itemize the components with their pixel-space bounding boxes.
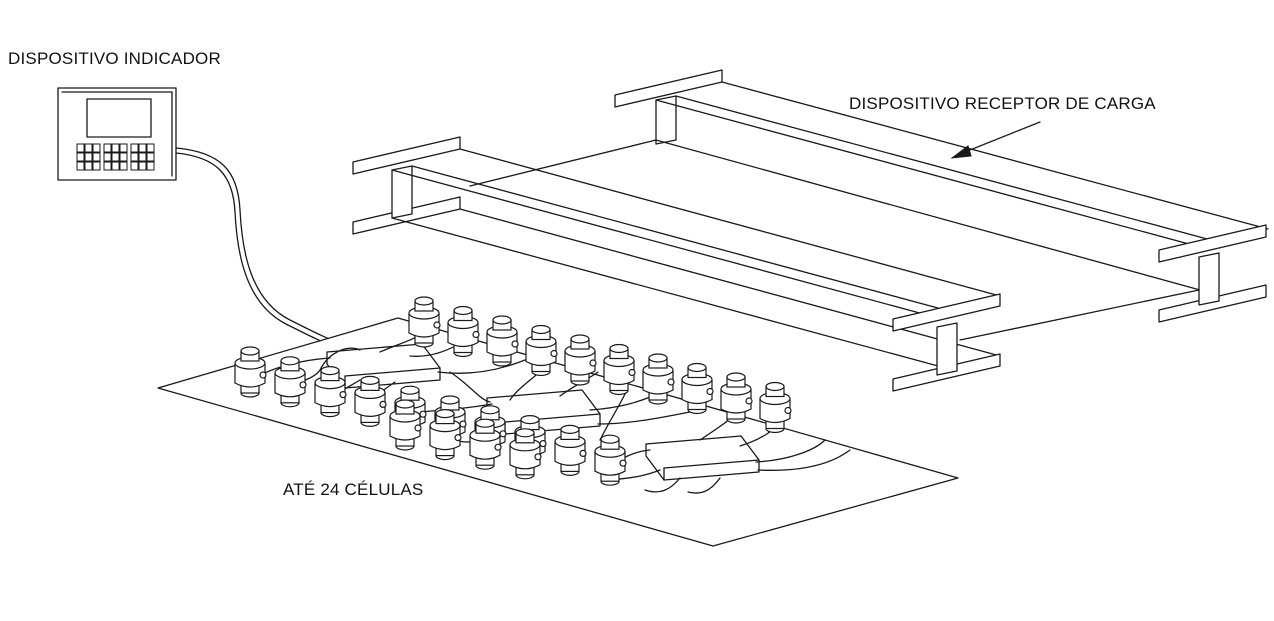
load-cell: [509, 428, 542, 480]
load-cell: [274, 356, 307, 408]
signal-cable: [175, 147, 346, 346]
keypad-key: [138, 161, 147, 171]
keypad-key: [76, 143, 85, 153]
keypad-key: [138, 143, 147, 153]
load-cell: [554, 424, 587, 476]
load-receiver-label: DISPOSITIVO RECEPTOR DE CARGA: [849, 94, 1156, 113]
indicator-display: [86, 98, 152, 138]
load-cell: [469, 418, 502, 470]
keypad-key: [76, 152, 85, 162]
load-cells-label: ATÉ 24 CÉLULAS: [283, 480, 424, 499]
indicator-label: DISPOSITIVO INDICADOR: [8, 49, 221, 68]
left-beam-front-top: [892, 293, 1001, 332]
load-cell: [354, 375, 387, 427]
load-cell: [525, 324, 558, 377]
right-beam-web-back: [655, 95, 677, 145]
junction-boxes: [326, 343, 760, 481]
keypad-key: [111, 161, 120, 171]
keypad-key: [84, 143, 93, 153]
left-beam-web: [391, 165, 413, 219]
load-cell: [720, 372, 753, 424]
load-cells: [234, 296, 792, 486]
load-cell: [486, 315, 519, 367]
right-beam-front-top: [1158, 224, 1267, 263]
keypad-key: [76, 161, 85, 171]
load-cell: [447, 305, 480, 358]
keypad-key: [111, 143, 120, 153]
load-cell: [408, 296, 441, 348]
keypad-key: [119, 143, 128, 153]
keypad-key: [103, 161, 112, 171]
keypad-key: [138, 152, 147, 162]
keypad-key: [130, 161, 139, 171]
keypad-key: [92, 152, 101, 162]
keypad-key: [146, 152, 155, 162]
right-beam-front-web: [1198, 252, 1220, 306]
keypad-key: [130, 152, 139, 162]
load-cell: [594, 434, 627, 486]
keypad-key: [84, 161, 93, 171]
junction-box: [645, 435, 760, 481]
keypad-key: [92, 161, 101, 171]
load-cell: [759, 381, 792, 434]
keypad-key: [103, 152, 112, 162]
load-cell: [681, 362, 714, 415]
keypad-key: [119, 152, 128, 162]
load-cell: [314, 366, 347, 418]
keypad-key: [146, 143, 155, 153]
load-cell: [642, 353, 675, 405]
load-cell: [234, 346, 267, 398]
keypad-key: [119, 161, 128, 171]
load-cell: [603, 343, 636, 396]
keypad-key: [111, 152, 120, 162]
load-cell: [429, 409, 462, 461]
indicator-keypad: [76, 143, 155, 171]
receiver-pointer-arrow: [950, 121, 1041, 159]
keypad-key: [103, 143, 112, 153]
indicator-device: [57, 87, 177, 181]
keypad-key: [146, 161, 155, 171]
left-beam-front-web: [936, 322, 958, 376]
load-receiver-frame: [352, 69, 1269, 392]
keypad-key: [84, 152, 93, 162]
right-beam-front-bottom: [1158, 284, 1267, 323]
load-cell-base-plate: [157, 317, 959, 547]
keypad-key: [130, 143, 139, 153]
keypad-key: [92, 143, 101, 153]
load-cell: [564, 334, 597, 386]
load-cell: [389, 399, 422, 451]
